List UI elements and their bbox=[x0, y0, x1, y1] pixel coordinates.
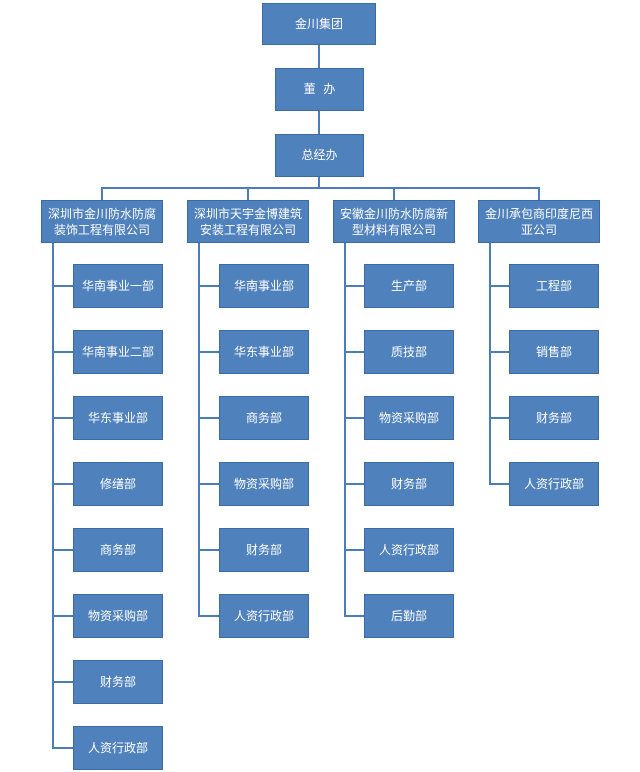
department-node[interactable]: 后勤部 bbox=[364, 594, 454, 638]
department-node[interactable]: 物资采购部 bbox=[219, 462, 309, 506]
department-node[interactable]: 财务部 bbox=[364, 462, 454, 506]
department-node[interactable]: 商务部 bbox=[73, 528, 163, 572]
gm-office-node[interactable]: 总经办 bbox=[275, 134, 364, 177]
department-node[interactable]: 物资采购部 bbox=[364, 396, 454, 440]
department-node[interactable]: 财务部 bbox=[509, 396, 599, 440]
department-node[interactable]: 人资行政部 bbox=[364, 528, 454, 572]
department-node[interactable]: 生产部 bbox=[364, 264, 454, 308]
department-node[interactable]: 销售部 bbox=[509, 330, 599, 374]
group-node[interactable]: 金川集团 bbox=[262, 3, 376, 45]
department-node[interactable]: 人资行政部 bbox=[73, 726, 163, 770]
department-node[interactable]: 修缮部 bbox=[73, 462, 163, 506]
department-node[interactable]: 华南事业部 bbox=[219, 264, 309, 308]
department-node[interactable]: 华南事业二部 bbox=[73, 330, 163, 374]
department-node[interactable]: 人资行政部 bbox=[509, 462, 599, 506]
department-node[interactable]: 物资采购部 bbox=[73, 594, 163, 638]
department-node[interactable]: 华东事业部 bbox=[219, 330, 309, 374]
department-node[interactable]: 质技部 bbox=[364, 330, 454, 374]
company-node-indonesia[interactable]: 金川承包商印度尼西亚公司 bbox=[478, 200, 600, 243]
company-node-shenzhen-jinchuan[interactable]: 深圳市金川防水防腐装饰工程有限公司 bbox=[41, 200, 163, 243]
company-node-shenzhen-tianyu[interactable]: 深圳市天宇金博建筑安装工程有限公司 bbox=[187, 200, 309, 243]
department-node[interactable]: 商务部 bbox=[219, 396, 309, 440]
board-office-node[interactable]: 董 办 bbox=[275, 68, 364, 111]
department-node[interactable]: 人资行政部 bbox=[219, 594, 309, 638]
department-node[interactable]: 华东事业部 bbox=[73, 396, 163, 440]
department-node[interactable]: 工程部 bbox=[509, 264, 599, 308]
department-node[interactable]: 财务部 bbox=[73, 660, 163, 704]
department-node[interactable]: 财务部 bbox=[219, 528, 309, 572]
department-node[interactable]: 华南事业一部 bbox=[73, 264, 163, 308]
company-node-anhui-jinchuan[interactable]: 安徽金川防水防腐新型材料有限公司 bbox=[333, 200, 455, 243]
